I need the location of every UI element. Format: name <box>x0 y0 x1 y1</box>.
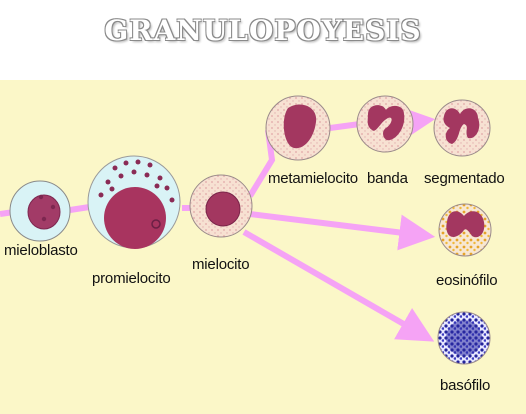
cell-banda <box>356 95 414 153</box>
connector-metamielocito-banda <box>329 121 361 131</box>
label-mieloblasto: mieloblasto <box>4 242 78 259</box>
cell-mielocito <box>189 174 253 238</box>
cell-promielocito <box>87 155 181 249</box>
arrow-mielocito-basofilo <box>242 229 435 342</box>
label-segmentado: segmentado <box>424 170 505 187</box>
cell-basofilo <box>437 311 491 365</box>
arrow-banda-segmentado <box>397 105 436 142</box>
label-basofilo: basófilo <box>440 377 491 394</box>
label-eosinofilo: eosinófilo <box>436 272 498 289</box>
cell-mieloblasto <box>9 180 71 242</box>
cell-eosinofilo <box>438 203 492 257</box>
label-metamielocito: metamielocito <box>268 170 358 187</box>
label-mielocito: mielocito <box>192 256 250 273</box>
label-promielocito: promielocito <box>92 270 171 287</box>
cell-segmentado <box>433 99 491 157</box>
label-banda: banda <box>367 170 408 187</box>
cell-metamielocito <box>265 95 331 161</box>
arrow-mielocito-eosinofilo <box>249 211 436 251</box>
diagram-title: GRANULOPOYESIS <box>104 14 422 47</box>
